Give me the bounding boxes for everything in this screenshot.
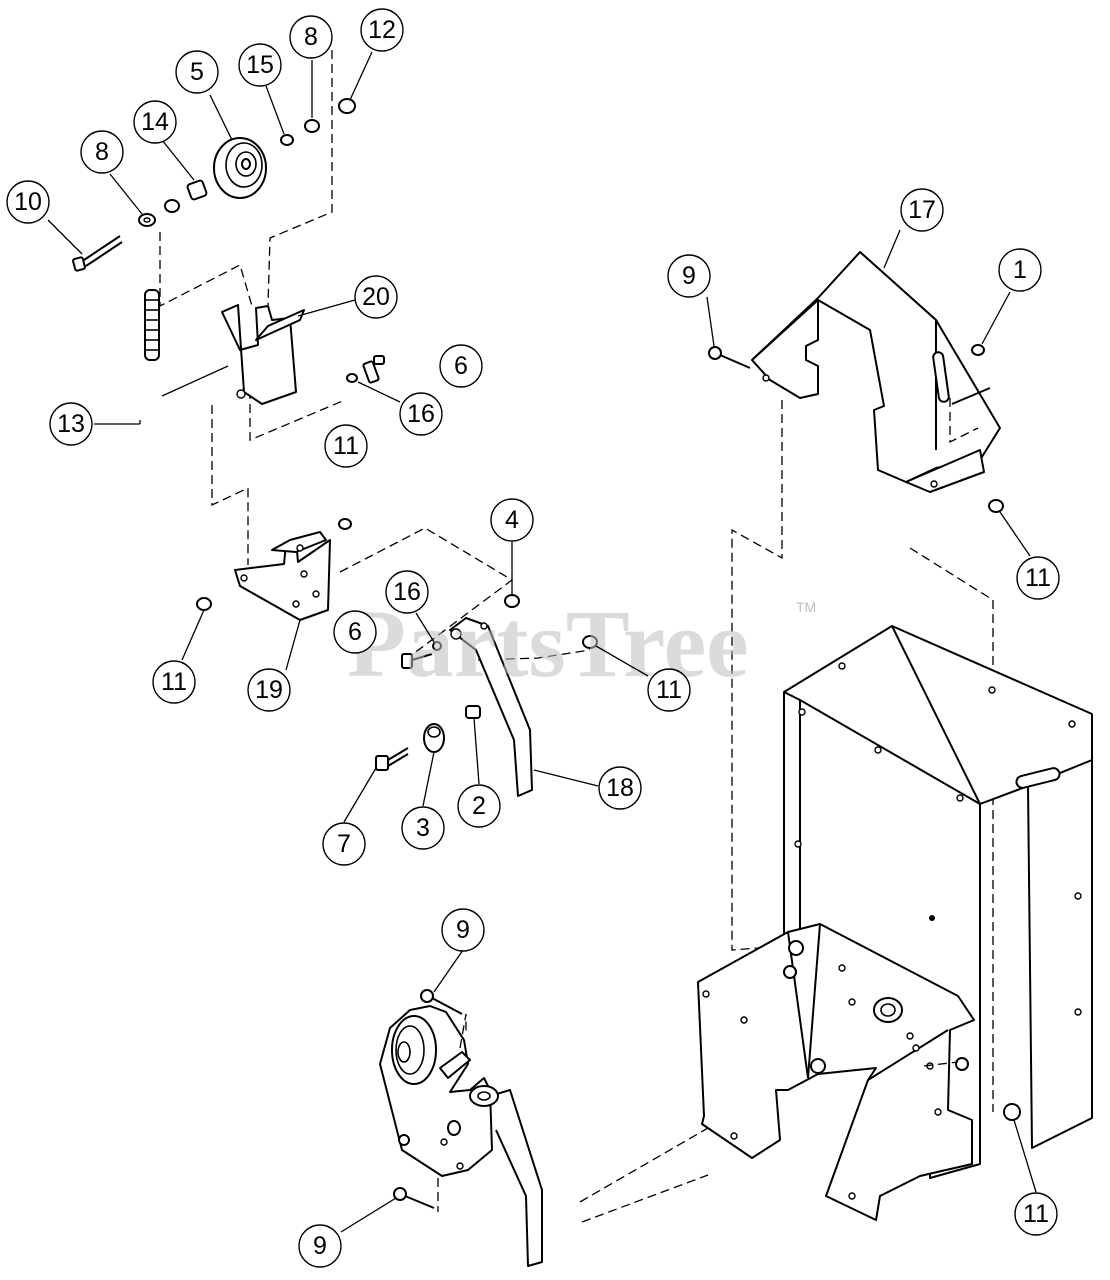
callout-11-guard[interactable]: 11 — [1016, 556, 1060, 600]
callout-11-left[interactable]: 11 — [152, 660, 196, 704]
svg-text:20: 20 — [362, 283, 390, 311]
spacer-16 — [432, 641, 442, 651]
callout-20[interactable]: 20 — [354, 275, 398, 319]
pulley-5 — [213, 137, 267, 199]
screw-9-guard — [708, 346, 751, 369]
nut-11-housing — [1003, 1103, 1021, 1121]
washer-spacer — [164, 199, 180, 213]
nut-11-guard — [988, 499, 1004, 513]
leader-lines — [47, 51, 1037, 1233]
callout-17[interactable]: 17 — [900, 188, 944, 232]
callout-4[interactable]: 4 — [490, 498, 534, 542]
watermark-trademark: TM — [796, 599, 816, 615]
svg-text:13: 13 — [57, 410, 85, 438]
callout-9-bottom-upper[interactable]: 9 — [441, 908, 485, 952]
callout-18[interactable]: 18 — [598, 766, 642, 810]
svg-text:19: 19 — [255, 676, 283, 704]
callout-8-left[interactable]: 8 — [80, 130, 124, 174]
bolt-6-upper — [346, 355, 385, 384]
callout-6-lower[interactable]: 6 — [333, 610, 377, 654]
svg-text:9: 9 — [456, 916, 470, 944]
bolt-10 — [72, 235, 123, 272]
svg-text:11: 11 — [656, 676, 682, 704]
callout-14[interactable]: 14 — [133, 100, 177, 144]
callout-11-housing[interactable]: 11 — [1014, 1192, 1058, 1236]
svg-text:8: 8 — [304, 23, 318, 51]
svg-text:1: 1 — [1013, 256, 1027, 284]
washer-4 — [504, 594, 520, 608]
svg-text:6: 6 — [348, 618, 362, 646]
callout-19[interactable]: 19 — [247, 668, 291, 712]
svg-text:12: 12 — [368, 16, 396, 44]
svg-text:11: 11 — [1025, 564, 1051, 592]
callout-8-right[interactable]: 8 — [289, 15, 333, 59]
idler-bracket-assembly — [379, 1005, 543, 1267]
svg-text:16: 16 — [407, 400, 435, 428]
screw-9-bottom-upper — [420, 989, 463, 1015]
assembly-lines — [159, 50, 994, 1223]
svg-text:10: 10 — [14, 188, 42, 216]
idler-arm-20 — [221, 304, 305, 405]
screw-1 — [971, 344, 985, 356]
bushing-14 — [186, 179, 208, 201]
spacer-15 — [280, 134, 294, 146]
bushing-3 — [423, 723, 445, 753]
spring-13 — [144, 289, 160, 361]
nut-12 — [338, 98, 356, 114]
callout-2[interactable]: 2 — [457, 784, 501, 828]
svg-text:2: 2 — [472, 792, 486, 820]
nut-19-top — [338, 518, 352, 530]
svg-text:11: 11 — [161, 668, 187, 696]
callout-6-upper[interactable]: 6 — [439, 344, 483, 388]
svg-text:16: 16 — [393, 578, 421, 606]
svg-text:11: 11 — [1023, 1200, 1049, 1228]
callout-13[interactable]: 13 — [49, 402, 93, 446]
pin-2 — [465, 705, 481, 719]
callout-16-upper[interactable]: 16 — [399, 392, 443, 436]
svg-text:4: 4 — [505, 506, 519, 534]
callout-15[interactable]: 15 — [238, 43, 282, 87]
callout-9-guard[interactable]: 9 — [667, 254, 711, 298]
lever-18 — [449, 617, 533, 797]
callout-9-bottom-lower[interactable]: 9 — [298, 1224, 342, 1268]
svg-text:9: 9 — [313, 1232, 327, 1260]
screw-9-bottom-lower — [393, 1187, 435, 1209]
mount-bracket-19 — [234, 531, 331, 621]
nut-11-left — [196, 597, 212, 611]
svg-text:15: 15 — [246, 51, 274, 79]
callouts: 10 8 14 5 15 8 12 20 13 16 6 11 9 17 1 1… — [6, 8, 1060, 1268]
callout-16-lower[interactable]: 16 — [385, 570, 429, 614]
callout-10[interactable]: 10 — [6, 180, 50, 224]
svg-text:17: 17 — [908, 196, 936, 224]
belt-guard-17 — [751, 251, 1001, 493]
bolt-6-lower — [401, 653, 433, 669]
svg-text:7: 7 — [337, 830, 351, 858]
svg-text:5: 5 — [190, 58, 204, 86]
svg-text:8: 8 — [95, 138, 109, 166]
nut-11-lever — [582, 635, 598, 649]
svg-text:18: 18 — [606, 774, 634, 802]
svg-text:9: 9 — [682, 262, 696, 290]
callout-7[interactable]: 7 — [322, 822, 366, 866]
svg-text:6: 6 — [454, 352, 468, 380]
callout-1[interactable]: 1 — [998, 248, 1042, 292]
svg-text:14: 14 — [141, 108, 169, 136]
callout-3[interactable]: 3 — [401, 806, 445, 850]
bolt-7 — [375, 747, 409, 771]
callout-11-lever[interactable]: 11 — [647, 668, 691, 712]
washer-8-right — [304, 119, 320, 133]
idler-pulley-assembly — [72, 98, 356, 272]
callout-11-upper[interactable]: 11 — [324, 424, 368, 468]
housing-base — [697, 923, 975, 1221]
callout-5[interactable]: 5 — [175, 50, 219, 94]
svg-text:3: 3 — [416, 814, 430, 842]
callout-12[interactable]: 12 — [360, 8, 404, 52]
svg-text:11: 11 — [333, 432, 359, 460]
